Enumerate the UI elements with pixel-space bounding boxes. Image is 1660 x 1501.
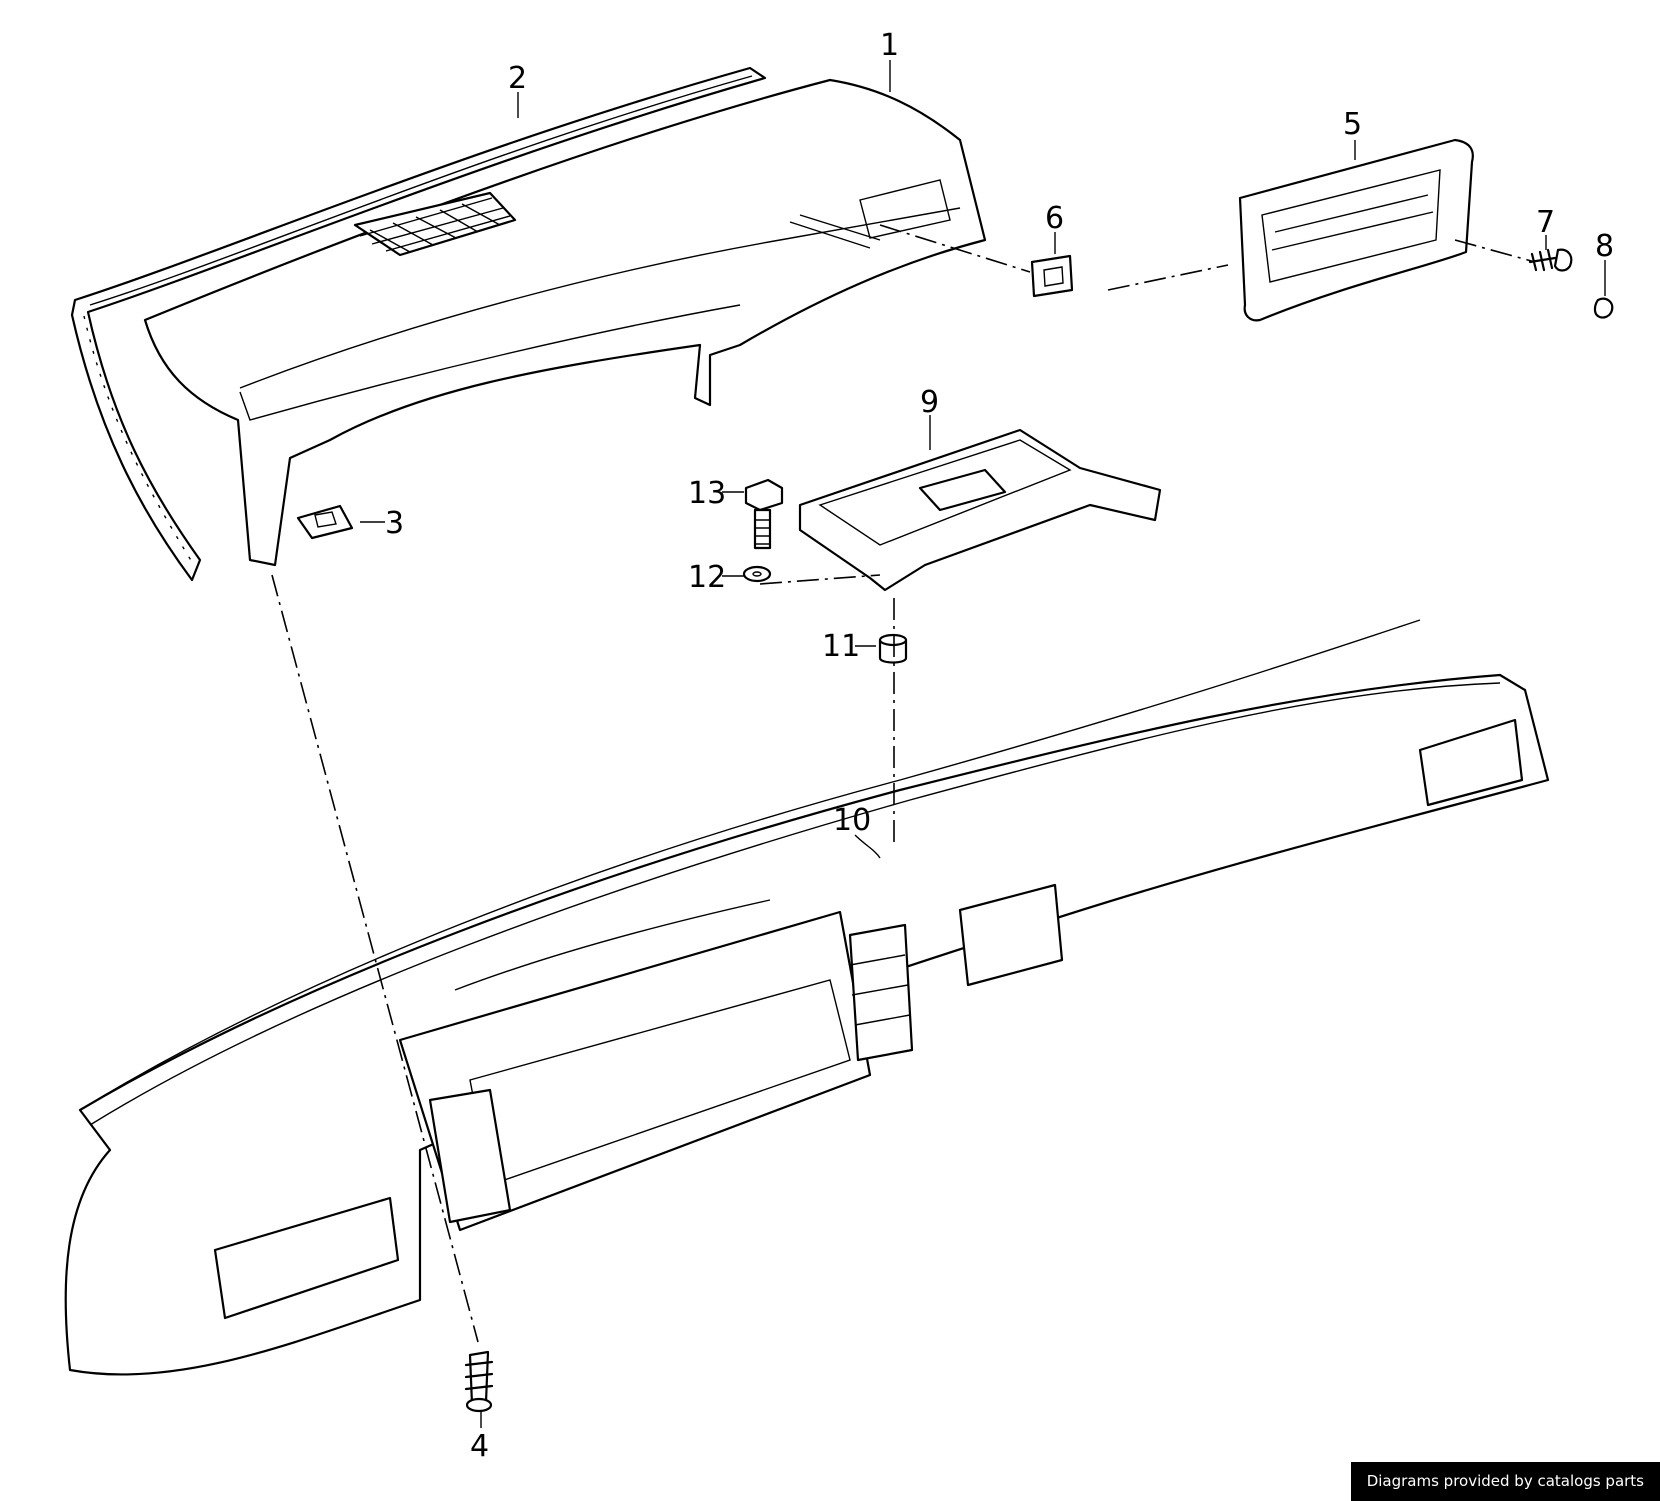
callout-7: 7	[1536, 205, 1555, 240]
callout-12: 12	[688, 560, 726, 595]
part-1-upper-cover	[143, 78, 987, 567]
callout-2: 2	[508, 61, 527, 96]
part-11-spacer	[878, 633, 908, 664]
callout-8: 8	[1595, 229, 1614, 264]
part-3-clip	[296, 504, 354, 540]
callout-5: 5	[1343, 107, 1362, 142]
part-8-cap	[1593, 297, 1614, 319]
dashboard-body	[64, 619, 1550, 1376]
callout-1: 1	[880, 28, 899, 63]
part-13-bolt	[744, 478, 784, 550]
dashed-leader-lines	[271, 224, 1536, 1343]
part-12-washer	[742, 565, 772, 583]
callout-3: 3	[385, 506, 404, 541]
callout-leaders	[360, 60, 1606, 1428]
part-2-seal-strip	[70, 66, 767, 582]
credit-footer: Diagrams provided by catalogs parts	[1350, 1462, 1660, 1501]
part-5-trim-frame	[1238, 138, 1474, 322]
callout-6: 6	[1045, 201, 1064, 236]
callout-labels: 1 2 3 4 5 6 7 8 9 10 11 12 13	[385, 28, 1614, 1464]
part-6-clip-nut	[1030, 254, 1074, 298]
callout-9: 9	[920, 385, 939, 420]
callout-11: 11	[822, 629, 860, 664]
callout-4: 4	[470, 1429, 489, 1464]
part-4-screw	[464, 1350, 494, 1413]
part-7-screw	[1528, 248, 1573, 272]
callout-10: 10	[833, 803, 871, 838]
part-9-bracket-plate	[798, 428, 1162, 592]
callout-13: 13	[688, 476, 726, 511]
